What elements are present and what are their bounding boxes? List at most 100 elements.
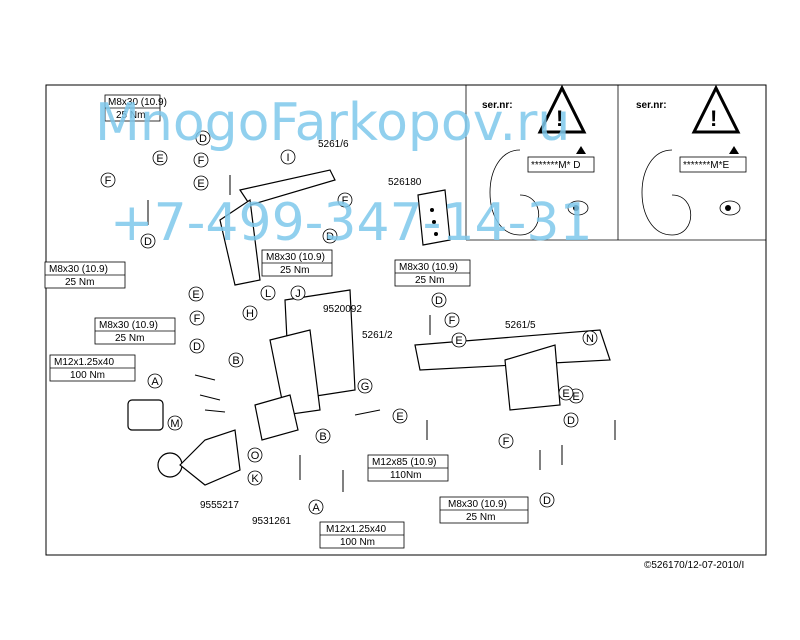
warning-icon: [537, 84, 587, 134]
callout-letter: F: [105, 175, 112, 187]
spec-box-4-spec: M8x30 (10.9): [399, 262, 458, 273]
callout-a: A: [147, 373, 163, 389]
spec-box-8: M8x30 (10.9) 25 Nm: [439, 496, 529, 524]
center-frame-9520092: [269, 289, 356, 416]
spec-box-7-torque: 110Nm: [390, 470, 422, 481]
callout-letter: D: [543, 495, 551, 507]
part-number-9555217: 9555217: [200, 500, 239, 511]
watermark-line-2: +7-499-347-14-31: [110, 193, 593, 253]
callout-letter: M: [170, 418, 179, 430]
callout-letter: D: [435, 295, 443, 307]
spec-box-6-torque: 100 Nm: [70, 370, 105, 381]
callout-letter: D: [326, 231, 334, 243]
callout-j: J: [290, 285, 306, 301]
callout-letter: F: [503, 436, 510, 448]
callout-letter: E: [455, 335, 462, 347]
part-number-9531261: 9531261: [252, 516, 291, 527]
spec-box-1-spec: M8x30 (10.9): [108, 97, 167, 108]
callout-k: K: [247, 470, 263, 486]
eye-pupil-icon: [573, 205, 579, 211]
callout-f: F: [444, 312, 460, 328]
spec-box-3-spec: M8x30 (10.9): [266, 252, 325, 263]
callout-o: O: [247, 447, 263, 463]
callout-e: E: [392, 408, 408, 424]
marker-arrow-icon: [729, 146, 739, 154]
serial-code-1: *******M* D: [531, 160, 580, 171]
watermark-line-1: MnogoFarkopov.ru: [95, 93, 570, 153]
warning-icon: [691, 84, 741, 134]
callout-e: E: [451, 332, 467, 348]
callout-g: G: [357, 378, 373, 394]
callout-letter: G: [361, 381, 370, 393]
spec-box-9-spec: M12x1.25x40: [326, 524, 386, 535]
ball-cover-m: [127, 399, 164, 431]
callout-d: D: [189, 338, 205, 354]
callout-l: L: [260, 285, 276, 301]
callout-f: F: [337, 192, 353, 208]
part-number-9520092: 9520092: [323, 304, 362, 315]
callout-letter: K: [251, 473, 259, 485]
callout-h: H: [242, 305, 258, 321]
spec-box-8-torque: 25 Nm: [466, 512, 495, 523]
spec-box-3: M8x30 (10.9) 25 Nm: [261, 249, 333, 277]
spec-box-9-torque: 100 Nm: [340, 537, 375, 548]
bolts: [147, 175, 616, 492]
callout-letter: D: [199, 133, 207, 145]
callout-letter: E: [572, 391, 579, 403]
callout-b: B: [228, 352, 244, 368]
serial-code-2: *******M*E: [683, 160, 729, 171]
towball-sketch-1: [489, 149, 540, 236]
eye-pupil-icon: [725, 205, 731, 211]
spec-box-9: M12x1.25x40 100 Nm: [319, 521, 405, 549]
callout-e: E: [193, 175, 209, 191]
spec-box-1: M8x30 (10.9) 25 Nm: [104, 94, 167, 122]
callout-i: I: [280, 149, 296, 165]
callout-letter: E: [156, 153, 163, 165]
callout-e: E: [558, 385, 574, 401]
callout-letter: B: [232, 355, 239, 367]
towball-sketch-2: [641, 149, 692, 236]
ball-head-k: [157, 429, 241, 486]
callout-letter: D: [567, 415, 575, 427]
callout-letter: O: [251, 450, 260, 462]
bracket-5261-6: [219, 169, 336, 286]
callout-d: D: [140, 233, 156, 249]
serial-code-box-2: [679, 156, 747, 173]
spec-box-7: M12x85 (10.9) 110Nm: [367, 454, 449, 482]
callout-letter: F: [194, 313, 201, 325]
part-number-5261-5: 5261/5: [505, 320, 536, 331]
callout-f: F: [193, 152, 209, 168]
callout-f: F: [189, 310, 205, 326]
spec-box-7-spec: M12x85 (10.9): [372, 457, 436, 468]
spec-box-6-spec: M12x1.25x40: [54, 357, 114, 368]
callout-letter: L: [265, 288, 271, 300]
callout-letter: H: [246, 308, 254, 320]
serial-panel-2: ser.nr: ! *******M*E: [636, 84, 747, 236]
callout-b: B: [315, 428, 331, 444]
callout-d: D: [195, 130, 211, 146]
eye-icon: [567, 200, 589, 216]
callout-letter: N: [586, 333, 594, 345]
callout-letter: E: [197, 178, 204, 190]
callout-n: N: [582, 330, 598, 346]
eye-icon: [719, 200, 741, 216]
spec-box-5: M8x30 (10.9) 25 Nm: [94, 317, 176, 345]
exclamation-icon: !: [710, 106, 717, 131]
callout-letter: A: [151, 376, 159, 388]
part-number-526180: 526180: [388, 177, 422, 188]
socket-holder-o: [254, 394, 299, 441]
spec-box-2-torque: 25 Nm: [65, 277, 94, 288]
spec-box-3-torque: 25 Nm: [280, 265, 309, 276]
callout-f: F: [498, 433, 514, 449]
callout-letter: I: [286, 152, 289, 164]
callout-e: E: [152, 150, 168, 166]
spec-box-1-torque: 25 Nm: [116, 110, 145, 121]
callout-letter: J: [295, 288, 301, 300]
spec-box-8-spec: M8x30 (10.9): [448, 499, 507, 510]
serial-heading-2: ser.nr:: [636, 100, 667, 111]
part-number-labels: 5261/6 526180 9520092 5261/2 5261/5 9555…: [200, 139, 536, 527]
callout-letter: E: [396, 411, 403, 423]
bracket-5261-5: [414, 329, 611, 411]
